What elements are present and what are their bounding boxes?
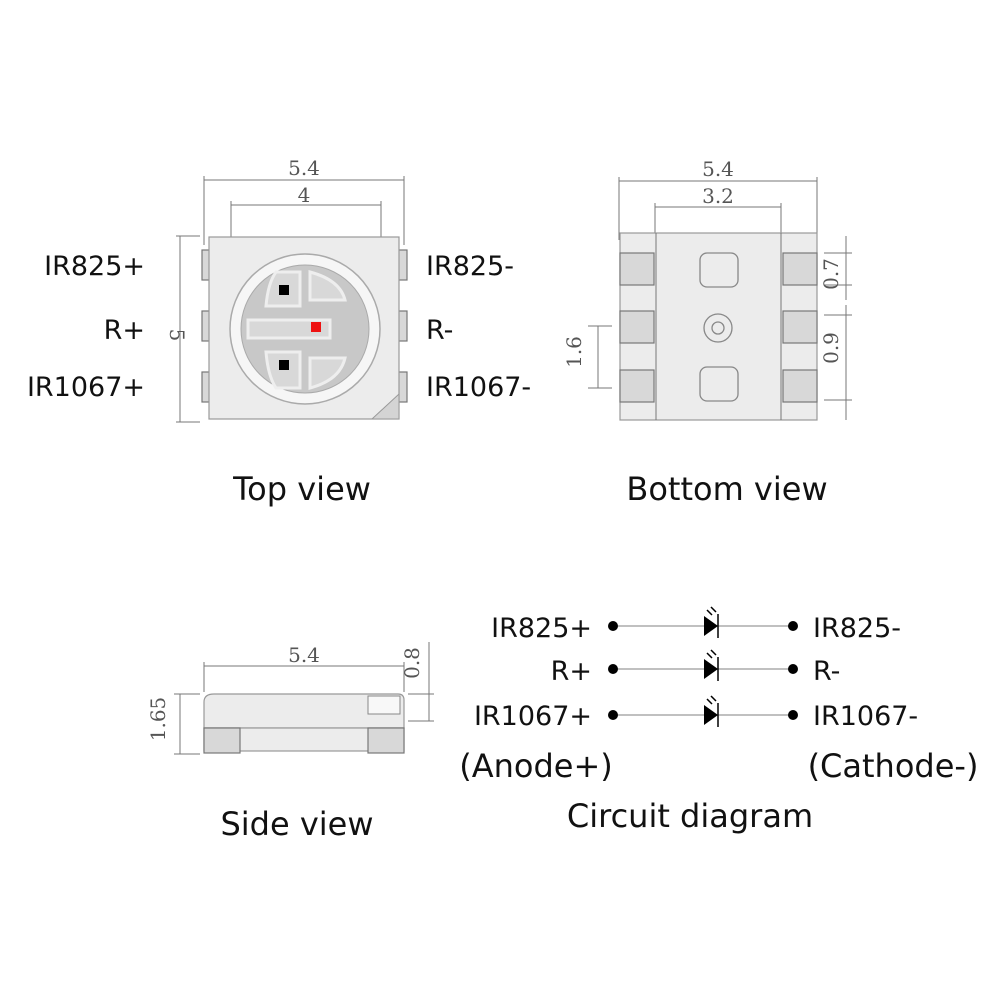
diode-bar <box>706 649 719 681</box>
side-lead-left <box>203 727 241 754</box>
frame-pad <box>308 356 347 390</box>
diode-bar <box>706 695 719 727</box>
side-dim-width: 5.4 <box>288 643 320 667</box>
anode-label-3: IR1067+ <box>474 701 592 732</box>
circuit-diagram: IR825+ R+ IR1067+ IR825- R- IR1067- (An <box>459 606 979 835</box>
anode-terminal <box>608 710 618 720</box>
solder-pad <box>619 369 655 403</box>
cathode-terminal <box>788 710 798 720</box>
pin-label-right-1: IR825- <box>426 251 514 282</box>
pin-label-left-1: IR825+ <box>44 251 145 282</box>
anode-terminal <box>608 664 618 674</box>
pin-label-left-2: R+ <box>104 315 145 346</box>
top-dim-width: 5.4 <box>288 156 320 180</box>
red-chip <box>311 322 321 332</box>
diode-bar <box>706 606 719 638</box>
anode-label-2: R+ <box>551 656 592 687</box>
pin-label-left-3: IR1067+ <box>27 372 145 403</box>
solder-pad <box>619 310 655 344</box>
solder-pad <box>782 310 818 344</box>
diode-row-3 <box>608 695 798 727</box>
frame-pad <box>308 270 347 302</box>
anode-note: (Anode+) <box>459 747 613 785</box>
side-dim-top: 0.8 <box>400 647 424 679</box>
cathode-label-1: IR825- <box>813 613 901 644</box>
top-view-caption: Top view <box>232 470 371 508</box>
top-dim-inner: 4 <box>298 183 311 207</box>
center-pad-top <box>699 252 739 288</box>
bottom-view-caption: Bottom view <box>626 470 827 508</box>
side-view: 5.4 1.65 0.8 Side view <box>146 642 434 843</box>
cathode-label-3: IR1067- <box>813 701 918 732</box>
diode-symbol <box>704 659 718 679</box>
side-dim-height: 1.65 <box>146 697 170 742</box>
top-dim-height: 5 <box>165 329 189 342</box>
cathode-note: (Cathode-) <box>808 747 979 785</box>
diode-row-2 <box>608 649 798 681</box>
cathode-label-2: R- <box>813 656 840 687</box>
side-notch <box>367 695 401 715</box>
bottom-dim-width: 5.4 <box>702 157 734 181</box>
solder-pad <box>782 369 818 403</box>
bottom-view: 5.4 3.2 0.7 0.9 1.6 Bottom view <box>562 157 852 508</box>
side-lead-right <box>367 727 405 754</box>
diode-symbol <box>704 616 718 636</box>
anode-label-1: IR825+ <box>491 613 592 644</box>
ir1067-chip <box>279 360 289 370</box>
diode-symbol <box>704 705 718 725</box>
polarity-dot <box>711 321 725 335</box>
frame-pad <box>246 318 332 340</box>
anode-terminal <box>608 621 618 631</box>
solder-pad <box>619 252 655 286</box>
ir825-chip <box>279 285 289 295</box>
side-view-caption: Side view <box>220 805 373 843</box>
bottom-dim-span: 1.6 <box>562 336 586 368</box>
diode-row-1 <box>608 606 798 638</box>
solder-pad <box>782 252 818 286</box>
cathode-terminal <box>788 664 798 674</box>
top-view: 5.4 4 5 IR825+ R+ IR1067+ IR825- R- IR10… <box>27 156 531 508</box>
pin-label-right-2: R- <box>426 315 453 346</box>
cathode-terminal <box>788 621 798 631</box>
pin1-chamfer <box>370 392 400 420</box>
bottom-dim-inner: 3.2 <box>702 184 734 208</box>
center-pad-bottom <box>699 366 739 402</box>
bottom-dim-pad: 0.7 <box>819 258 843 290</box>
pin-label-right-3: IR1067- <box>426 372 531 403</box>
circuit-diagram-caption: Circuit diagram <box>567 797 813 835</box>
polarity-ring <box>703 313 733 343</box>
bottom-dim-pitch: 0.9 <box>819 332 843 364</box>
